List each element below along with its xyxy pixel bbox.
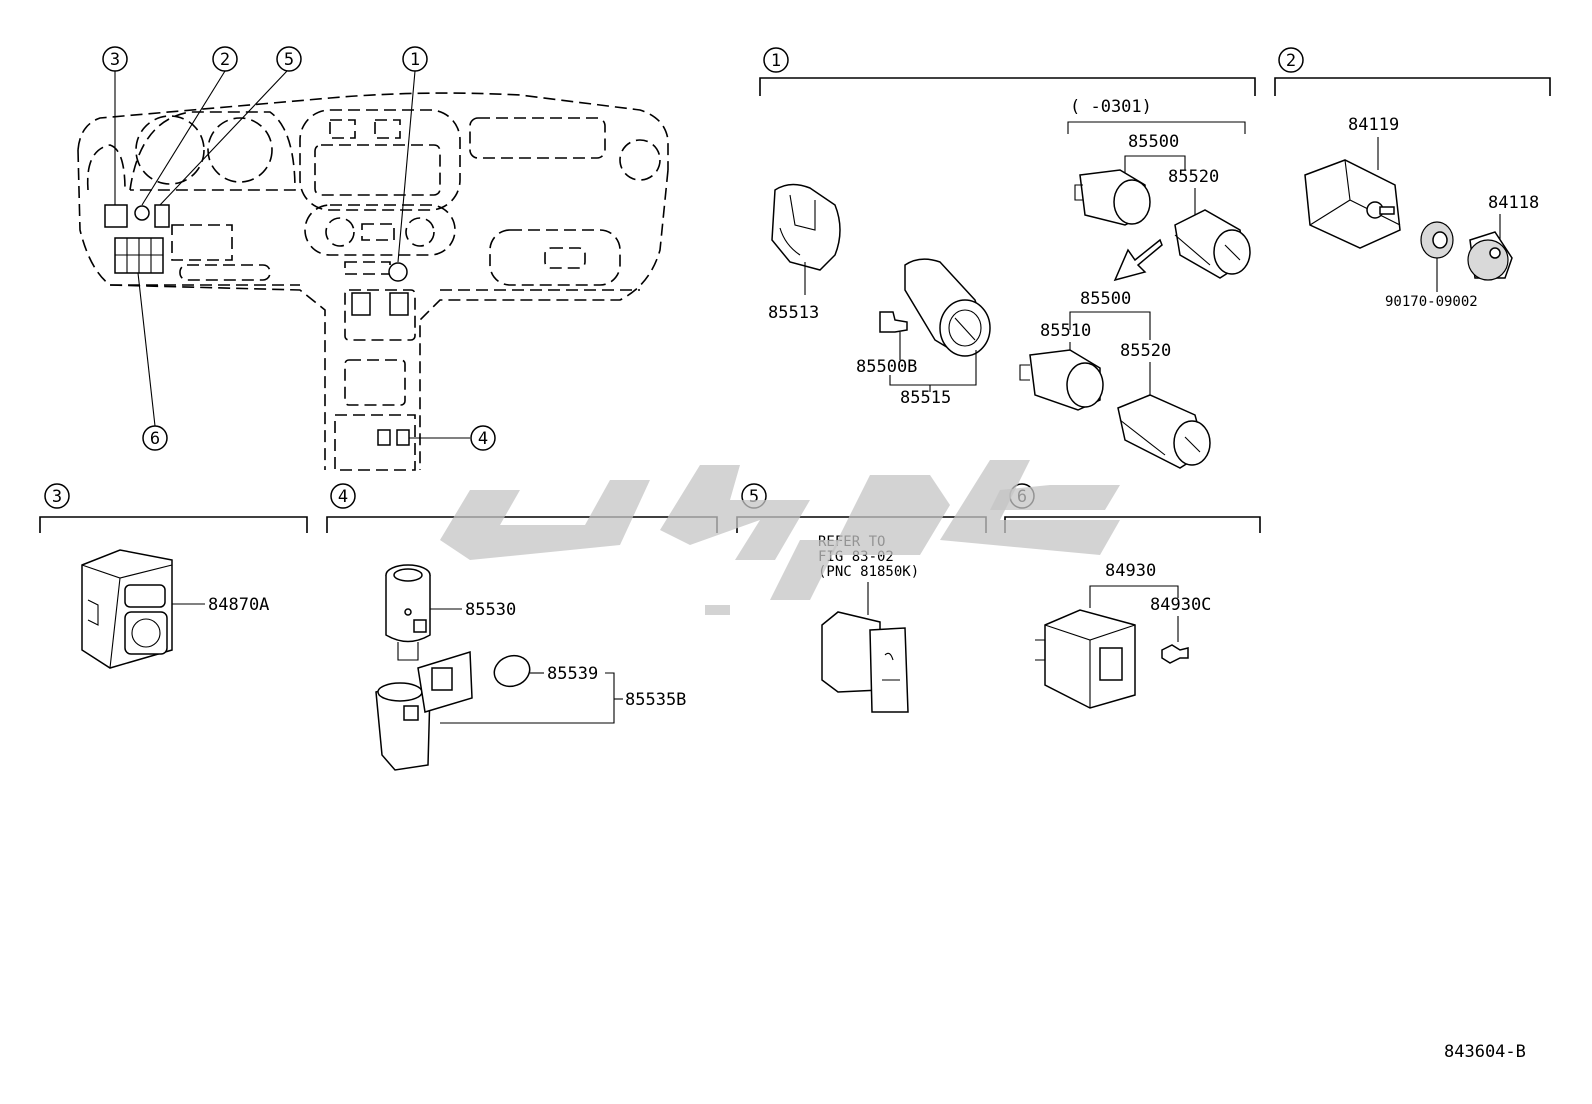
svg-text:85530: 85530 [465,600,516,620]
callout-1: 1 [402,46,428,72]
svg-text:4: 4 [478,429,488,449]
svg-text:3: 3 [110,50,120,70]
figure-code: 843604-B [1444,1042,1526,1062]
svg-text:84930C: 84930C [1150,595,1211,615]
part-85520-bottom [1117,394,1211,469]
callout-3: 3 [102,46,128,72]
svg-text:85520: 85520 [1168,167,1219,187]
part-85530 [385,564,431,661]
svg-text:85520: 85520 [1120,341,1171,361]
part-85520-top [1174,209,1251,279]
part-85515: 85515 [889,258,991,408]
callout-4: 4 [470,425,496,451]
group-6-switch: 6 84930 84930C [1004,483,1261,709]
svg-text:85513: 85513 [768,303,819,323]
callout-5: 5 [276,46,302,72]
part-84870a [81,549,173,669]
svg-text:84119: 84119 [1348,115,1399,135]
part-84118 [1467,231,1513,281]
svg-text:(PNC 81850K): (PNC 81850K) [818,564,919,580]
svg-text:84870A: 84870A [208,595,269,615]
group-1-cigarette-lighter: 1 ( -0301) 85513 85500B 85515 [759,47,1256,469]
dashboard-overview [77,92,669,471]
part-84930c [1161,644,1189,664]
part-84119 [1304,159,1401,249]
svg-text:5: 5 [749,487,759,507]
part-84930 [1035,609,1136,709]
svg-text:2: 2 [220,50,230,70]
part-85500b: 85500B [856,311,917,377]
group-3-mirror-switch: 3 84870A [39,483,308,669]
svg-text:85539: 85539 [547,664,598,684]
svg-text:1: 1 [410,50,420,70]
svg-text:( -0301): ( -0301) [1070,97,1152,117]
part-81850k-switch [821,611,909,713]
svg-text:85500: 85500 [1128,132,1179,152]
callout-6: 6 [142,425,168,451]
svg-text:84118: 84118 [1488,193,1539,213]
svg-text:1: 1 [771,51,781,71]
part-90170-09002 [1420,221,1454,259]
svg-text:85510: 85510 [1040,321,1091,341]
svg-text:85515: 85515 [900,388,951,408]
svg-text:85500: 85500 [1080,289,1131,309]
group-2-switch: 2 84119 84118 90170-09002 [1274,47,1551,310]
svg-text:84930: 84930 [1105,561,1156,581]
svg-text:85535B: 85535B [625,690,686,710]
svg-text:6: 6 [150,429,160,449]
part-85513: 85513 [768,183,841,323]
part-85535b [375,650,473,771]
svg-text:4: 4 [338,487,348,507]
part-85510-bottom [1019,349,1104,411]
watermark-logo [440,460,1120,615]
callout-2: 2 [212,46,238,72]
part-85510-top [1074,169,1151,226]
svg-text:3: 3 [52,487,62,507]
svg-text:5: 5 [284,50,294,70]
svg-text:90170-09002: 90170-09002 [1385,294,1478,310]
part-85539 [493,654,531,688]
svg-text:2: 2 [1286,51,1296,71]
svg-text:85500B: 85500B [856,357,917,377]
